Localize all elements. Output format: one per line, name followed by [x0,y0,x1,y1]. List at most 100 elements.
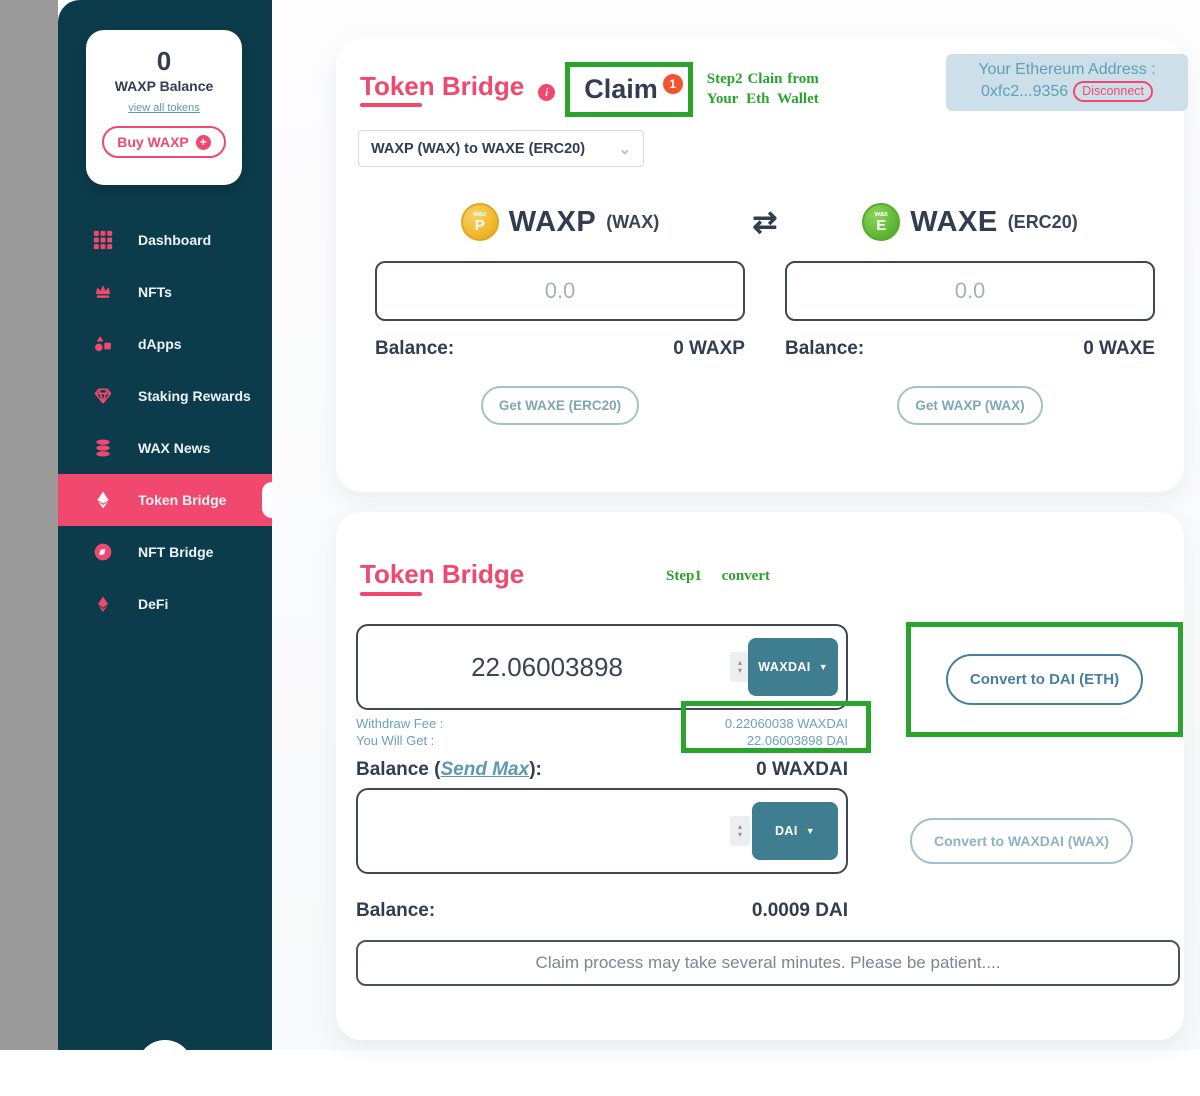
sidebar-item-label: dApps [138,336,182,352]
waxe-balance-row: Balance: 0 WAXE [785,338,1155,360]
you-will-get-row: You Will Get : 22.06003898 DAI [356,732,848,749]
title-underline [360,103,422,108]
sidebar-item-staking-rewards[interactable]: Staking Rewards [58,370,272,422]
spinner-down-icon[interactable]: ▾ [737,830,742,839]
coin-small-text: wax [473,211,487,218]
balance-suffix: ): [529,759,542,780]
waxp-balance-row: Balance: 0 WAXP [375,338,745,360]
gem-icon [92,386,114,406]
waxe-network: (ERC20) [1007,211,1078,232]
waxp-balance-value: 0 WAXP [673,338,745,359]
spinner-up-icon[interactable]: ▴ [737,658,742,667]
sidebar-item-defi[interactable]: DeFi [58,578,272,630]
spacer-cell [745,246,785,321]
buy-waxp-button[interactable]: Buy WAXP + [102,126,226,158]
send-max-link[interactable]: Send Max [440,759,530,780]
claim-count-badge: 1 [662,74,683,94]
waxp-balance-amount: 0 [156,46,172,76]
swap-arrows-icon: ⇄ [752,205,778,239]
get-waxe-row: Get WAXE (ERC20) [375,386,745,425]
nft-bridge-icon [92,542,114,562]
waxe-input-cell [785,246,1155,321]
title-underline [360,591,422,596]
bridge-grid: wax P WAXP (WAX) ⇄ wax E WAXE (ERC20) Ba… [375,198,1155,425]
waxe-token-header: wax E WAXE (ERC20) [785,198,1155,246]
convert-card-title: Token Bridge [360,559,525,589]
get-waxp-button[interactable]: Get WAXP (WAX) [897,386,1043,425]
coin-letter: E [876,217,887,234]
from-amount-input[interactable] [368,626,726,708]
claim-tab[interactable]: Claim [584,74,658,104]
to-balance-value: 0.0009 DAI [751,900,848,921]
sidebar-bottom-circle [137,1040,193,1096]
caret-down-icon: ▼ [805,826,816,836]
you-will-get-value: 22.06003898 DAI [746,733,848,748]
from-token-dropdown[interactable]: WAXDAI ▼ [748,638,838,696]
left-gray-strip [0,0,58,1050]
token-bridge-convert-card: Token Bridge Step1 convert ▴ ▾ WAXDAI ▼ … [336,512,1184,1040]
number-spinner[interactable]: ▴ ▾ [730,652,750,682]
spinner-down-icon[interactable]: ▾ [737,666,742,675]
buy-waxp-label: Buy WAXP [117,134,189,150]
step1-annotation: Step1 convert [666,568,770,584]
disconnect-button[interactable]: Disconnect [1073,81,1153,102]
to-amount-box: ▴ ▾ DAI ▼ [356,788,848,874]
claim-notice-text: Claim process may take several minutes. … [535,953,1001,972]
claim-card-header: Token Bridge i Claim 1 Step2 Clain from … [360,62,819,117]
from-token-label: WAXDAI [758,660,811,674]
sidebar-item-token-bridge[interactable]: Token Bridge [58,474,272,526]
withdraw-fee-label: Withdraw Fee : [356,716,444,731]
sidebar-item-nft-bridge[interactable]: NFT Bridge [58,526,272,578]
fee-summary: Withdraw Fee : 0.22060038 WAXDAI You Wil… [356,715,848,749]
pair-select-dropdown[interactable]: WAXP (WAX) to WAXE (ERC20) ⌄ [358,130,644,167]
get-waxe-button[interactable]: Get WAXE (ERC20) [480,386,640,425]
to-amount-input[interactable] [368,790,726,872]
waxp-balance-label: WAXP Balance [114,78,214,94]
view-all-tokens-link[interactable]: view all tokens [128,102,200,114]
spacer-cell [745,360,785,425]
plus-icon: + [195,134,211,150]
sidebar-item-label: WAX News [138,440,211,456]
sidebar-item-label: Dashboard [138,232,212,248]
sidebar-item-nfts[interactable]: NFTs [58,266,272,318]
convert-annotation-box: Convert to DAI (ETH) [906,622,1183,737]
info-icon[interactable]: i [538,84,556,101]
to-token-dropdown[interactable]: DAI ▼ [752,802,838,860]
waxp-symbol: WAXP [508,205,597,238]
waxe-amount-input[interactable] [785,261,1155,321]
waxp-coin-icon: wax P [460,203,499,241]
page-title: Token Bridge [360,70,525,101]
sidebar-item-dashboard[interactable]: Dashboard [58,214,272,266]
waxp-amount-input[interactable] [375,261,745,321]
chevron-down-icon: ⌄ [618,140,631,158]
sidebar-item-label: NFTs [138,284,172,300]
claim-annotation-box: Claim 1 [565,62,693,117]
waxe-balance-label: Balance: [785,338,865,359]
withdraw-fee-row: Withdraw Fee : 0.22060038 WAXDAI [356,715,848,732]
spinner-up-icon[interactable]: ▴ [737,822,742,831]
token-bridge-claim-card: Token Bridge i Claim 1 Step2 Clain from … [336,38,1188,492]
get-waxp-row: Get WAXP (WAX) [785,386,1155,425]
defi-ethereum-icon [92,594,114,614]
waxe-balance-value: 0 WAXE [1083,338,1155,359]
sidebar-item-label: DeFi [138,596,169,612]
convert-to-dai-button[interactable]: Convert to DAI (ETH) [945,654,1144,705]
pair-select-value: WAXP (WAX) to WAXE (ERC20) [371,140,586,157]
ethereum-icon [92,490,114,510]
to-balance-label: Balance: [356,900,436,921]
waxe-coin-icon: wax E [862,203,901,241]
number-spinner[interactable]: ▴ ▾ [730,816,750,846]
sidebar-item-label: Staking Rewards [138,388,251,404]
convert-card-header: Token Bridge [360,560,524,596]
from-balance-value: 0 WAXDAI [756,759,848,780]
waxp-network: (WAX) [606,211,660,232]
ethereum-address-label: Your Ethereum Address : [978,61,1156,78]
convert-to-waxdai-button[interactable]: Convert to WAXDAI (WAX) [910,818,1133,864]
sidebar-item-dapps[interactable]: dApps [58,318,272,370]
to-balance-row: Balance: 0.0009 DAI [356,900,848,922]
spacer-cell [745,321,785,360]
card-title-wrap: Token Bridge [360,72,524,108]
sidebar-nav: Dashboard NFTs dApps Staking Rewards WAX [58,214,272,630]
coin-letter: P [474,217,485,234]
sidebar-item-wax-news[interactable]: WAX News [58,422,272,474]
